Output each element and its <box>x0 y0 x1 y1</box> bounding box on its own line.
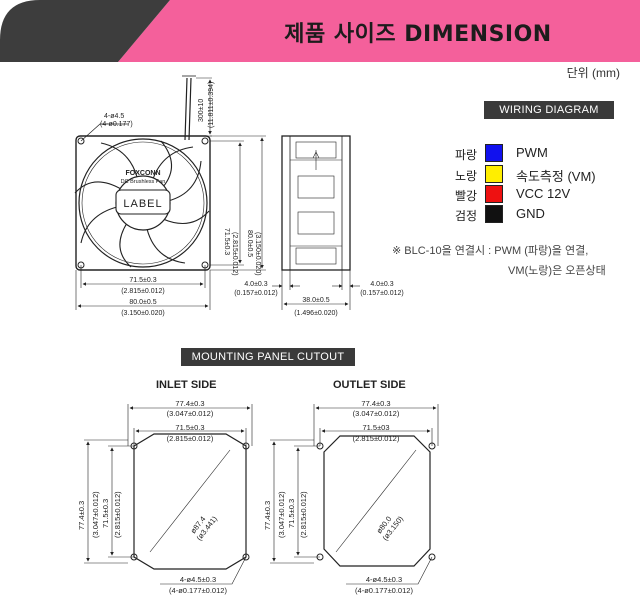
fan-front-view <box>74 75 211 271</box>
hole-dim: 4-ø4.5 <box>104 113 124 120</box>
lead-length-dim: 300±10 <box>198 99 205 122</box>
wire-swatch-black <box>485 205 503 223</box>
wire-color-name: 파랑 <box>455 148 478 162</box>
outer-height-inch: (3.150±0.020) <box>254 232 261 276</box>
mount-hole <box>201 137 209 145</box>
inlet-holes-inch: (4-ø0.177±0.012) <box>169 586 227 595</box>
outer-width-dim: 80.0±0.5 <box>129 299 156 306</box>
mount-hole <box>77 137 85 145</box>
outlet-side-title: OUTLET SIDE <box>333 379 406 391</box>
outer-height-dim: 80.0±0.5 <box>246 230 253 257</box>
mounting-cutout-heading: MOUNTING PANEL CUTOUT <box>181 348 355 366</box>
outlet-inner-width: 71.5±03 <box>362 423 389 432</box>
inlet-outer-height-inch: (3.047±0.012) <box>91 491 100 538</box>
wire-function: 속도측정 (VM) <box>516 169 596 184</box>
outlet-holes-inch: (4-ø0.177±0.012) <box>355 586 413 595</box>
cutout-hole <box>242 553 250 561</box>
outlet-inner-height-inch: (2.815±0.012) <box>299 491 308 538</box>
flange-left-dim: 4.0±0.3 <box>244 281 267 288</box>
wire-color-name: 빨강 <box>455 189 478 203</box>
inlet-inner-width: 71.5±0.3 <box>175 423 204 432</box>
wiring-note-line1: ※ BLC-10을 연결시 : PWM (파랑)을 연결, <box>392 245 589 257</box>
fan-side-view <box>281 135 351 271</box>
inlet-outer-height: 77.4±0.3 <box>77 501 86 530</box>
fan-brand: FOXCONN <box>126 170 161 177</box>
outlet-outer-height-inch: (3.047±0.012) <box>277 491 286 538</box>
inlet-inner-width-inch: (2.815±0.012) <box>167 434 214 443</box>
flange-right-inch: (0.157±0.012) <box>360 290 404 297</box>
header-banner: 제품 사이즈 DIMENSION <box>0 0 640 62</box>
lead-length-inch: (11.811±0.394) <box>208 82 215 128</box>
inlet-outer-width: 77.4±0.3 <box>175 399 204 408</box>
inlet-outer-width-inch: (3.047±0.012) <box>167 409 214 418</box>
inner-width-inch: (2.815±0.012) <box>121 288 165 295</box>
wiring-diagram-heading: WIRING DIAGRAM <box>484 101 614 119</box>
hole-callout <box>80 123 128 142</box>
flange-right-dim: 4.0±0.3 <box>370 281 393 288</box>
outlet-holes-dim: 4-ø4.5±0.3 <box>366 575 402 584</box>
wire-swatch-red <box>485 185 503 203</box>
outlet-outer-width-inch: (3.047±0.012) <box>353 409 400 418</box>
unit-label: 단위 (mm) <box>566 66 620 80</box>
outlet-outer-height: 77.4±0.3 <box>263 501 272 530</box>
inlet-holes-dim: 4-ø4.5±0.3 <box>180 575 216 584</box>
inner-height-dim: 71.5±0.3 <box>223 228 230 255</box>
outlet-inner-height: 71.5±0.3 <box>287 499 296 528</box>
inner-width-dim: 71.5±0.3 <box>129 277 156 284</box>
outlet-outer-width: 77.4±0.3 <box>361 399 390 408</box>
fan-brand-sub: DC Brushless Fan <box>121 179 166 185</box>
inlet-inner-height: 71.5±0.3 <box>101 499 110 528</box>
depth-dim: 38.0±0.5 <box>302 297 329 304</box>
wiring-note-line2: VM(노랑)은 오픈상태 <box>508 265 606 277</box>
inlet-cutout <box>130 433 250 570</box>
cutout-hole <box>428 553 436 561</box>
banner-shape <box>0 0 640 62</box>
wire-color-name: 노랑 <box>455 169 478 183</box>
depth-inch: (1.496±0.020) <box>294 310 338 317</box>
inner-height-inch: (2.815±0.012) <box>231 232 238 276</box>
outer-width-inch: (3.150±0.020) <box>121 310 165 317</box>
wire-swatch-yellow <box>485 165 503 183</box>
wire-function: GND <box>516 206 545 221</box>
wire-function: VCC 12V <box>516 186 571 201</box>
outlet-inner-width-inch: (2.815±0.012) <box>353 434 400 443</box>
fan-label-text: LABEL <box>123 198 162 210</box>
wire-function: PWM <box>516 145 548 160</box>
label-plate <box>115 189 171 215</box>
hole-dim-inch: (4-ø0.177) <box>100 121 133 128</box>
flange-left-inch: (0.157±0.012) <box>234 290 278 297</box>
inlet-side-title: INLET SIDE <box>156 379 217 391</box>
wire-color-name: 검정 <box>455 209 478 223</box>
page-title: 제품 사이즈 DIMENSION <box>284 22 552 47</box>
inlet-inner-height-inch: (2.815±0.012) <box>113 491 122 538</box>
wire-swatch-blue <box>485 144 503 162</box>
